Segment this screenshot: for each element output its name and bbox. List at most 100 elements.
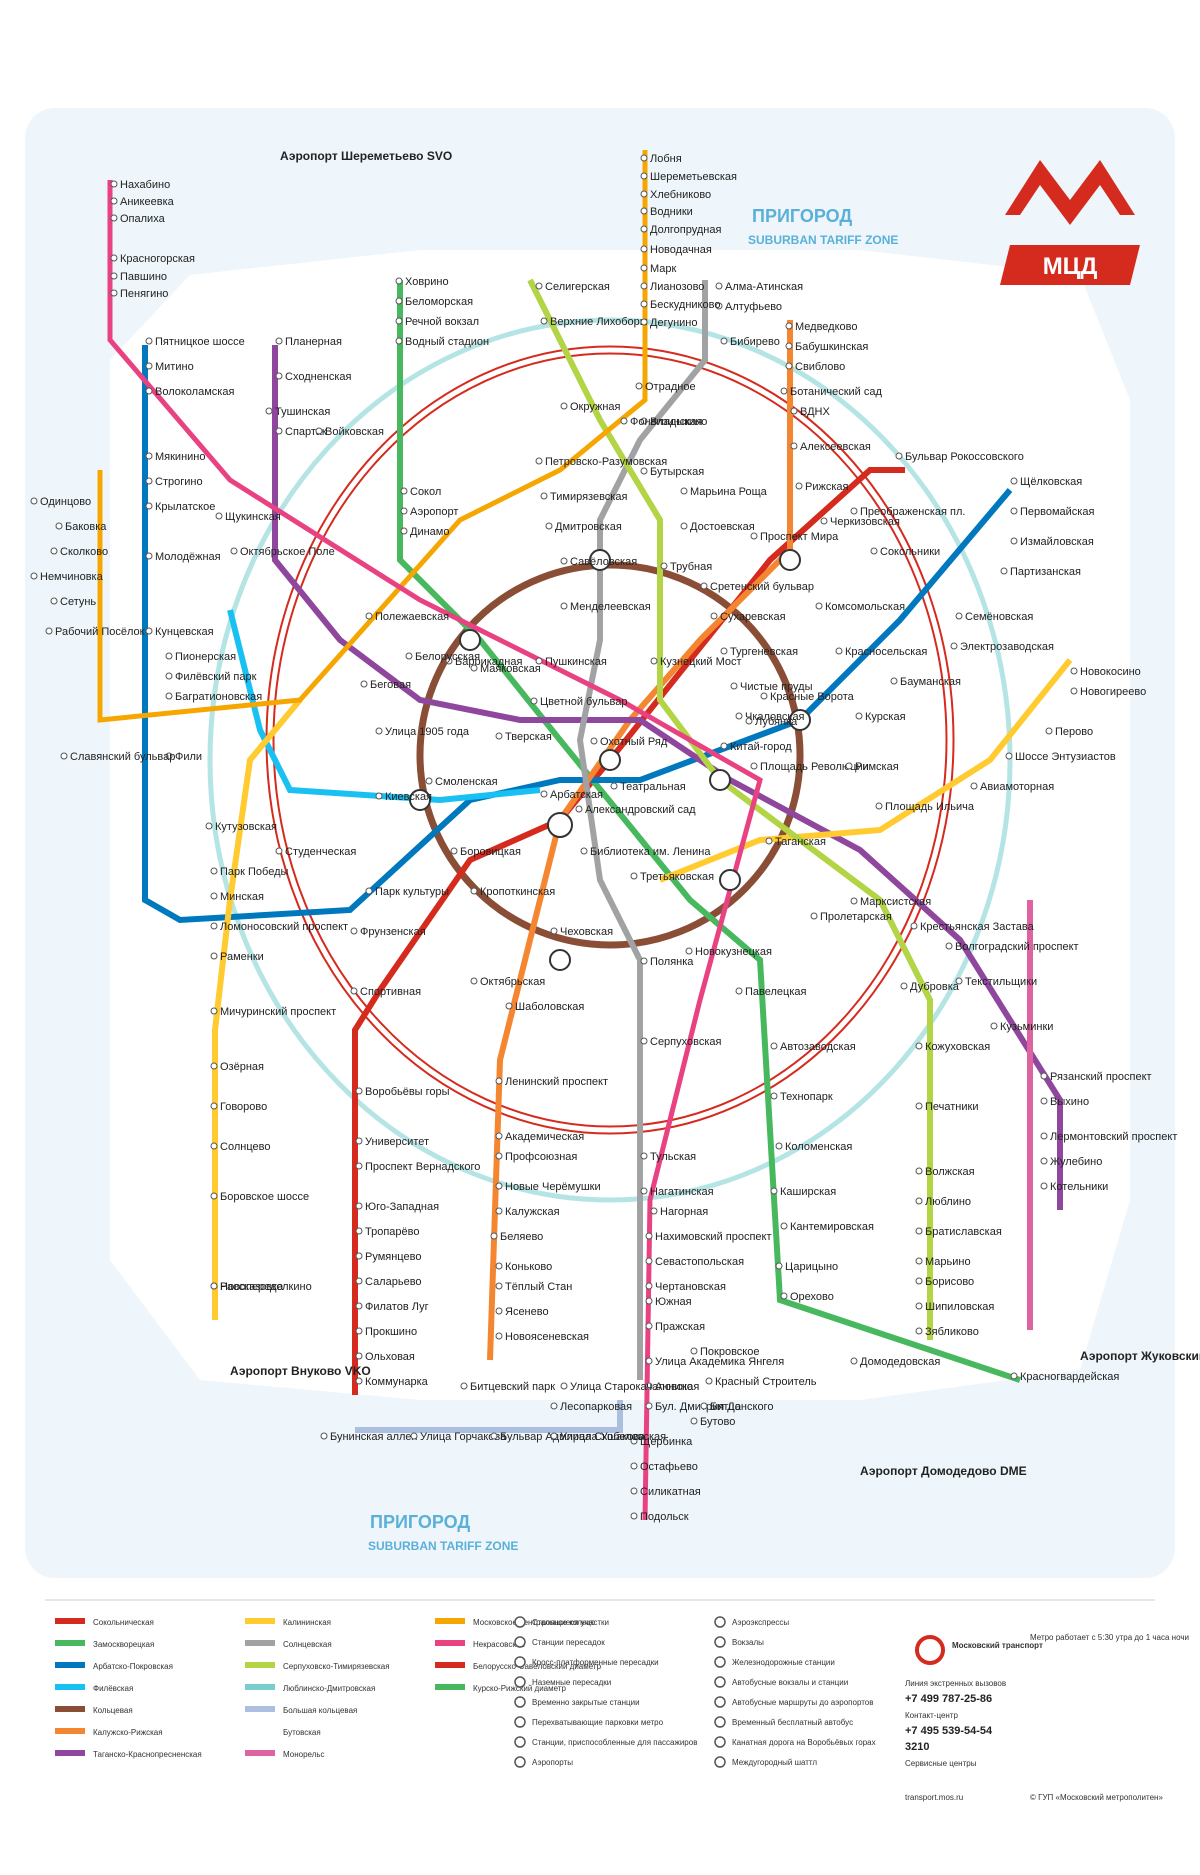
station[interactable]: Селигерская xyxy=(535,281,610,293)
station[interactable]: Александровский сад xyxy=(575,804,696,816)
station[interactable]: Тимирязевская xyxy=(540,491,627,503)
station[interactable]: Прокшино xyxy=(355,1326,417,1338)
station[interactable]: Мичуринский проспект xyxy=(210,1006,336,1018)
station[interactable]: Алтуфьево xyxy=(715,301,782,313)
station[interactable]: Нахабино xyxy=(110,179,170,191)
station[interactable]: Лубянка xyxy=(745,716,798,728)
station[interactable]: Лобня xyxy=(640,153,682,165)
station[interactable]: Бул. Дмитрия Донского xyxy=(645,1401,773,1413)
station[interactable]: Фрунзенская xyxy=(350,926,426,938)
station[interactable]: Марксистская xyxy=(850,896,931,908)
station[interactable]: Шереметьевская xyxy=(640,171,737,183)
station[interactable]: Шоссе Энтузиастов xyxy=(1005,751,1116,763)
station[interactable]: Щукинская xyxy=(215,511,281,523)
station[interactable]: Орехово xyxy=(780,1291,834,1303)
airport-zia[interactable]: Аэропорт Жуковский ZIA xyxy=(1080,1349,1200,1363)
station[interactable]: Автозаводская xyxy=(770,1041,856,1053)
station[interactable]: Войковская xyxy=(315,426,384,438)
station[interactable]: Коммунарка xyxy=(355,1376,429,1388)
station[interactable]: Люблино xyxy=(915,1196,971,1208)
station[interactable]: Измайловская xyxy=(1010,536,1094,548)
station[interactable]: Кунцевская xyxy=(145,626,214,638)
station[interactable]: Филёвский парк xyxy=(165,671,257,683)
station[interactable]: Марк xyxy=(640,263,677,275)
station[interactable]: Остафьево xyxy=(630,1461,698,1473)
station[interactable]: Чкаловская xyxy=(735,711,805,723)
station[interactable]: Театральная xyxy=(610,781,686,793)
station[interactable]: Площадь Революции xyxy=(750,761,869,773)
station[interactable]: Волгоградский проспект xyxy=(945,941,1079,953)
station[interactable]: Маяковская xyxy=(470,663,541,675)
station[interactable]: Сретенский бульвар xyxy=(700,581,814,593)
station[interactable]: Братиславская xyxy=(915,1226,1002,1238)
station[interactable]: Текстильщики xyxy=(955,976,1037,988)
station[interactable]: Павелецкая xyxy=(735,986,807,998)
station[interactable]: Саларьево xyxy=(355,1276,422,1288)
station[interactable]: Пролетарская xyxy=(810,911,892,923)
airport-svo[interactable]: Аэропорт Шереметьево SVO xyxy=(280,149,452,163)
station[interactable]: Полежаевская xyxy=(365,611,449,623)
station[interactable]: Кропоткинская xyxy=(470,886,555,898)
station[interactable]: Улица Скобелевская xyxy=(550,1431,666,1443)
station[interactable]: Тушинская xyxy=(265,406,330,418)
station[interactable]: Бутово xyxy=(690,1416,735,1428)
station[interactable]: Сокол xyxy=(400,486,441,498)
station[interactable]: Киевская xyxy=(375,791,432,803)
station[interactable]: Митино xyxy=(145,361,194,373)
station[interactable]: Рижская xyxy=(795,481,849,493)
station[interactable]: Битца xyxy=(700,1401,742,1413)
station[interactable]: Ольховая xyxy=(355,1351,415,1363)
station[interactable]: Щербинка xyxy=(630,1436,693,1448)
station[interactable]: Владыкино xyxy=(640,416,707,428)
station[interactable]: Чеховская xyxy=(550,926,613,938)
station[interactable]: Новокосино xyxy=(1070,666,1141,678)
station[interactable]: Проспект Вернадского xyxy=(355,1161,480,1173)
station[interactable]: Озёрная xyxy=(210,1061,264,1073)
station[interactable]: Студенческая xyxy=(275,846,356,858)
station[interactable]: Калужская xyxy=(495,1206,560,1218)
station[interactable]: Филатов Луг xyxy=(355,1301,429,1313)
station[interactable]: Новокузнецкая xyxy=(685,946,772,958)
station[interactable]: Новоясеневская xyxy=(495,1331,589,1343)
station[interactable]: Академическая xyxy=(495,1131,584,1143)
station[interactable]: Профсоюзная xyxy=(495,1151,577,1163)
station[interactable]: Красный Строитель xyxy=(705,1376,817,1388)
station[interactable]: Дмитровская xyxy=(545,521,622,533)
station[interactable]: Кантемировская xyxy=(780,1221,874,1233)
site-link[interactable]: transport.mos.ru xyxy=(905,1793,963,1802)
station[interactable]: Баковка xyxy=(55,521,107,533)
station[interactable]: Сокольники xyxy=(870,546,940,558)
station[interactable]: Опалиха xyxy=(110,213,166,225)
station[interactable]: Верхние Лихоборы xyxy=(540,316,648,328)
station[interactable]: Кутузовская xyxy=(205,821,277,833)
station[interactable]: Сухаревская xyxy=(710,611,786,623)
station[interactable]: Фили xyxy=(165,751,202,763)
station[interactable]: Марьино xyxy=(915,1256,971,1268)
station[interactable]: Красносельская xyxy=(835,646,927,658)
station[interactable]: Павшино xyxy=(110,271,167,283)
station[interactable]: Южная xyxy=(645,1296,692,1308)
station[interactable]: Дубровка xyxy=(900,981,960,993)
station[interactable]: Выхино xyxy=(1040,1096,1089,1108)
station[interactable]: Планерная xyxy=(275,336,342,348)
station[interactable]: Лермонтовский проспект xyxy=(1040,1131,1177,1143)
station[interactable]: Аэропорт xyxy=(400,506,458,518)
station[interactable]: Таганская xyxy=(765,836,826,848)
station[interactable]: Лесопарковая xyxy=(550,1401,632,1413)
station[interactable]: Пражская xyxy=(645,1321,705,1333)
station[interactable]: Тропарёво xyxy=(355,1226,419,1238)
station[interactable]: Парк культуры xyxy=(365,886,449,898)
station[interactable]: Беломорская xyxy=(395,296,473,308)
station[interactable]: Водный стадион xyxy=(395,336,489,348)
contact-number[interactable]: +7 495 539-54-54 xyxy=(905,1725,993,1737)
station[interactable]: Савёловская xyxy=(560,556,637,568)
station[interactable]: Кузнецкий Мост xyxy=(650,656,742,668)
station[interactable]: Мякинино xyxy=(145,451,206,463)
station[interactable]: Отрадное xyxy=(635,381,696,393)
station[interactable]: Электрозаводская xyxy=(950,641,1054,653)
station[interactable]: Кузьминки xyxy=(990,1021,1053,1033)
station[interactable]: Проспект Мира xyxy=(750,531,839,543)
station[interactable]: Улица 1905 года xyxy=(375,726,470,738)
station[interactable]: Сходненская xyxy=(275,371,352,383)
station[interactable]: Говорово xyxy=(210,1101,267,1113)
